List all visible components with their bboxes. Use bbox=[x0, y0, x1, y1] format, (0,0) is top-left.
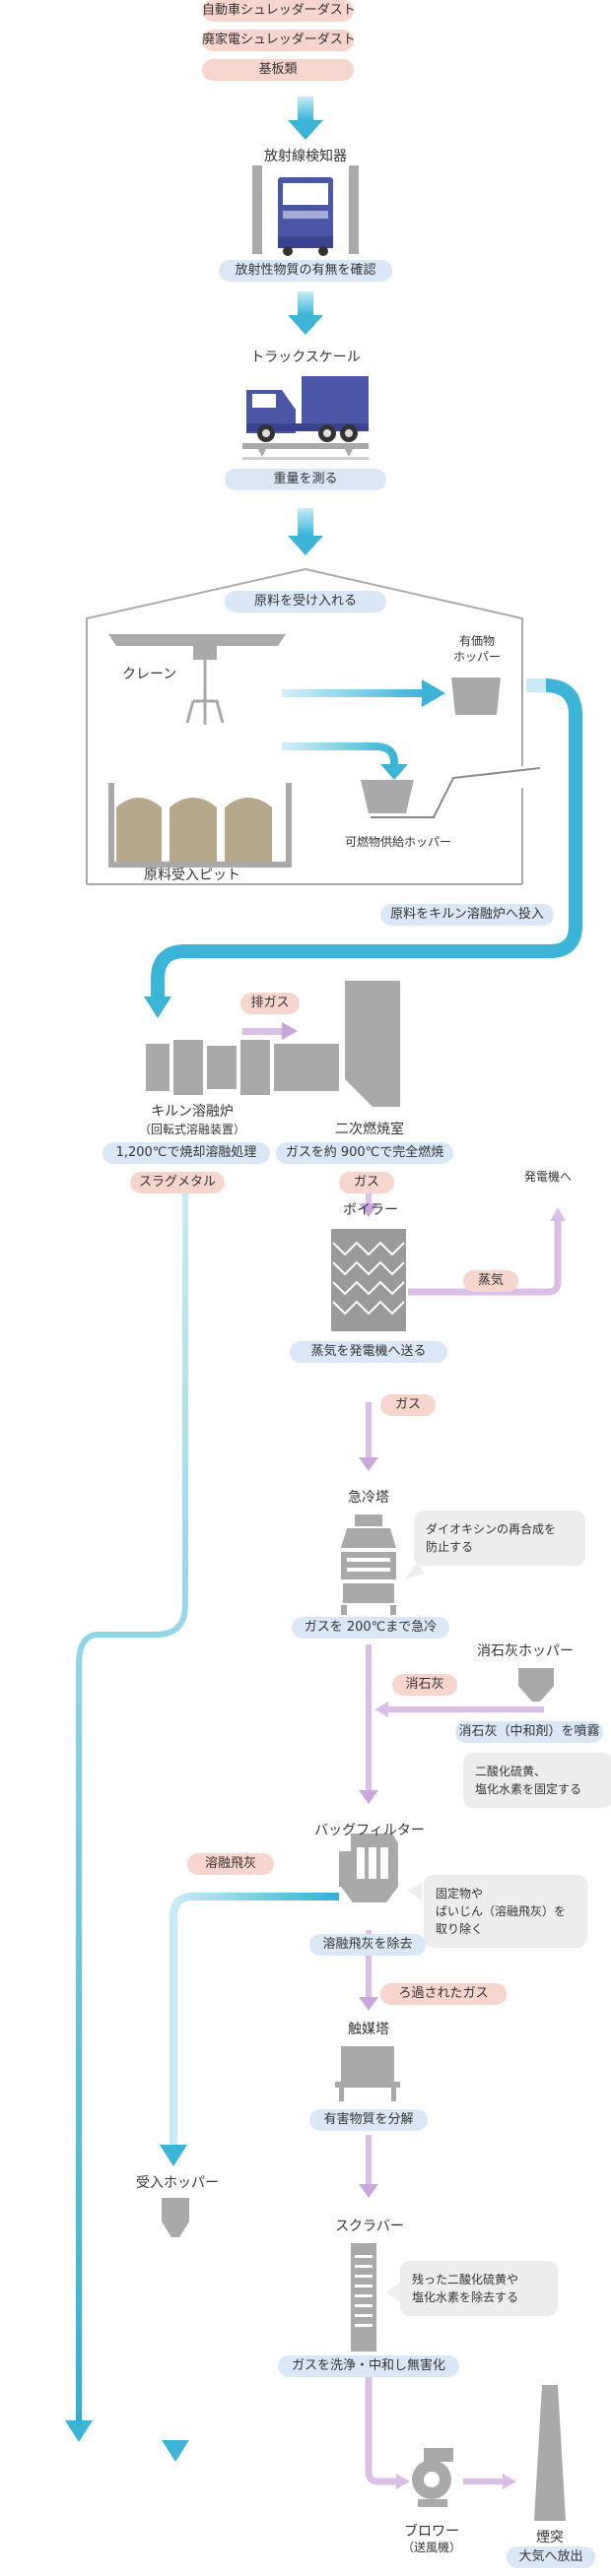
kiln-furnace-icon bbox=[146, 1040, 339, 1095]
input-auto-shredder-dust: 自動車シュレッダーダスト bbox=[202, 0, 356, 22]
chimney-stack-icon bbox=[534, 2385, 566, 2521]
arrow-slag-metal bbox=[65, 1191, 188, 2442]
lime-bubble: 二酸化硫黄、 塩化水素を固定する bbox=[463, 1753, 611, 1808]
scrubber-note: ガスを洗浄・中和し無害化 bbox=[278, 2355, 459, 2377]
blower-subtitle: （送風機） bbox=[401, 2541, 461, 2554]
exhaust-gas-label: 排ガス bbox=[240, 993, 300, 1014]
arrow-exhaust-gas bbox=[242, 1022, 298, 1040]
blower-title: ブロワー bbox=[404, 2524, 459, 2540]
bag-filter-icon bbox=[339, 1834, 398, 1902]
bagfilter-bubble-line-2: ばいじん（溶融飛灰）を bbox=[436, 1904, 567, 1918]
arrow-crane-to-combustible bbox=[282, 742, 408, 780]
arrow-steam-to-generator bbox=[408, 1207, 566, 1296]
catalyst-note: 有害物質を分解 bbox=[309, 2109, 428, 2131]
valuables-hopper-label-1: 有価物 bbox=[458, 634, 495, 648]
secondary-combustion-chamber-icon bbox=[345, 981, 400, 1107]
blower-icon bbox=[412, 2448, 453, 2507]
catalyst-tower-icon bbox=[335, 2046, 400, 2101]
input-appliance-shredder-dust: 廃家電シュレッダーダスト bbox=[202, 30, 356, 51]
bag-filter-title: バッグフィルター bbox=[314, 1823, 425, 1838]
quench-bubble: ダイオキシンの再合成を 防止する bbox=[414, 1511, 585, 1566]
scrubber-icon bbox=[351, 2243, 376, 2351]
radiation-detector-title: 放射線検知器 bbox=[264, 149, 347, 164]
quench-tower-title: 急冷塔 bbox=[348, 1490, 389, 1506]
arrow-radiation-to-scale bbox=[288, 291, 323, 335]
steam-label: 蒸気 bbox=[463, 1270, 518, 1292]
bagfilter-bubble-line-1: 固定物や bbox=[436, 1887, 484, 1900]
arrow-inputs-to-radiation bbox=[288, 97, 323, 140]
stack-note: 大気へ放出 bbox=[507, 2546, 595, 2568]
slaked-lime-hopper-icon bbox=[518, 1668, 554, 1702]
secondary-chamber-note: ガスを約 900℃で完全燃焼 bbox=[276, 1142, 453, 1164]
arrow-fly-ash bbox=[160, 1893, 339, 2166]
scrubber-title: スクラバー bbox=[335, 2219, 404, 2234]
arrow-scale-to-building bbox=[288, 508, 323, 555]
truck-scale-title: トラックスケール bbox=[250, 350, 361, 365]
lime-note: 消石灰（中和剤）を噴霧 bbox=[455, 1721, 603, 1743]
arrow-feed-to-kiln bbox=[144, 678, 582, 1018]
boiler-note: 蒸気を発電機へ送る bbox=[290, 1341, 447, 1363]
quench-note: ガスを 200℃まで急冷 bbox=[292, 1617, 449, 1639]
feed-to-kiln-note: 原料をキルン溶融炉へ投入 bbox=[380, 904, 554, 926]
receiving-building bbox=[86, 567, 523, 885]
arrow-boiler-to-quench bbox=[359, 1402, 378, 1471]
receiving-hopper-icon bbox=[162, 2198, 189, 2462]
bagfilter-bubble-line-3: 取り除く bbox=[436, 1922, 484, 1936]
gas-label-1: ガス bbox=[339, 1172, 394, 1193]
bag-filter-note: 溶融飛灰を除去 bbox=[309, 1934, 426, 1956]
truck-scale-note: 重量を測る bbox=[225, 469, 386, 490]
arrow-quench-to-bagfilter bbox=[359, 1644, 378, 1804]
bagfilter-bubble: 固定物や ばいじん（溶融飛灰）を 取り除く bbox=[424, 1875, 587, 1948]
gas-label-2: ガス bbox=[380, 1394, 436, 1416]
bagfilter-bubble-tail bbox=[408, 1883, 422, 1900]
combustible-hopper-label: 可燃物供給ホッパー bbox=[345, 835, 452, 849]
scrubber-bubble-tail bbox=[386, 2283, 400, 2302]
accept-raw-material-note: 原料を受け入れる bbox=[225, 591, 386, 612]
catalyst-tower-title: 触媒塔 bbox=[348, 2022, 389, 2037]
arrow-scrubber-to-blower bbox=[365, 2367, 410, 2489]
arrow-catalyst-to-scrubber bbox=[359, 2135, 378, 2198]
radiation-detector-icon bbox=[252, 165, 359, 256]
combustible-hopper-icon bbox=[361, 767, 541, 818]
receiving-hopper-title: 受入ホッパー bbox=[136, 2175, 219, 2191]
kiln-title: キルン溶融炉 bbox=[151, 1104, 234, 1120]
kiln-note: 1,200℃で焼却溶融処理 bbox=[102, 1142, 270, 1164]
stack-title: 煙突 bbox=[536, 2530, 564, 2545]
kiln-subtitle: （回転式溶融装置） bbox=[138, 1123, 245, 1136]
boiler-title: ボイラー bbox=[343, 1202, 398, 1218]
raw-material-pit-label: 原料受入ピット bbox=[144, 868, 240, 883]
lime-bubble-line-2: 塩化水素を固定する bbox=[475, 1782, 582, 1796]
boiler-icon bbox=[331, 1229, 406, 1331]
crane-icon bbox=[108, 634, 286, 725]
slag-metal-label: スラグメタル bbox=[130, 1172, 225, 1193]
quench-tower-icon bbox=[341, 1514, 396, 1615]
fly-ash-label: 溶融飛灰 bbox=[187, 1853, 274, 1875]
arrow-blower-to-stack bbox=[463, 2474, 516, 2489]
quench-bubble-tail bbox=[404, 1562, 424, 1579]
quench-bubble-line-1: ダイオキシンの再合成を bbox=[426, 1522, 557, 1536]
valuables-hopper-label-2: ホッパー bbox=[452, 650, 501, 664]
scrubber-bubble-line-2: 塩化水素を除去する bbox=[412, 2290, 519, 2304]
secondary-chamber-title: 二次燃焼室 bbox=[335, 1122, 404, 1137]
filtered-gas-label: ろ過されたガス bbox=[380, 1983, 507, 2005]
scrubber-bubble: 残った二酸化硫黄や 塩化水素を除去する bbox=[400, 2261, 558, 2316]
crane-label: クレーン bbox=[122, 667, 177, 682]
scrubber-bubble-line-1: 残った二酸化硫黄や bbox=[412, 2273, 519, 2286]
to-generator-label: 発電機へ bbox=[524, 1170, 573, 1184]
radiation-detector-note: 放射性物質の有無を確認 bbox=[219, 260, 392, 282]
raw-material-pit-icon bbox=[108, 783, 292, 868]
input-circuit-boards: 基板類 bbox=[202, 59, 354, 81]
quench-bubble-line-2: 防止する bbox=[426, 1540, 474, 1554]
lime-hopper-title: 消石灰ホッパー bbox=[477, 1643, 574, 1659]
valuables-hopper-icon bbox=[451, 677, 501, 715]
lime-bubble-line-1: 二酸化硫黄、 bbox=[475, 1765, 547, 1778]
lime-label: 消石灰 bbox=[392, 1674, 457, 1696]
arrow-crane-to-valuables bbox=[282, 679, 445, 707]
arrow-lime-injection bbox=[374, 1702, 544, 1717]
truck-scale-icon bbox=[242, 376, 369, 460]
arrow-bagfilter-to-catalyst bbox=[359, 1930, 378, 2011]
